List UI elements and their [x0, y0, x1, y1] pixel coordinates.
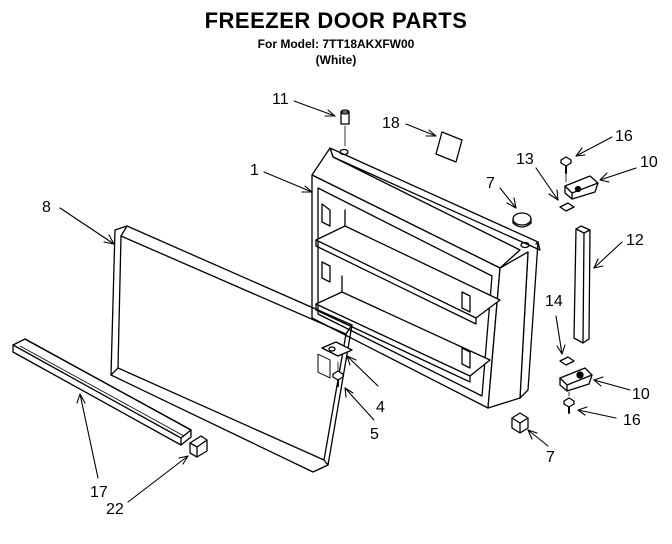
screw-part-16-bottom: [563, 397, 575, 414]
hinge-bracket-part-10-bottom: [559, 367, 593, 392]
callout-labels: 11 18 16 13 10 1 7 8 12 14 4 10 5 16 7 1…: [42, 91, 658, 518]
callout-17: 17: [90, 484, 108, 501]
leader-lines: [59, 100, 637, 503]
hinge-part-4: [321, 341, 353, 357]
callout-14: 14: [545, 293, 563, 310]
callout-16-bottom: 16: [623, 412, 641, 429]
hinge-bracket-part-10-top: [564, 175, 599, 200]
door-gasket-part-8: [110, 225, 353, 473]
callout-18: 18: [382, 115, 400, 132]
callout-16-top: 16: [615, 128, 633, 145]
callout-13: 13: [516, 151, 534, 168]
bushing-part-11: [340, 109, 350, 125]
shim-part-13: [559, 202, 575, 212]
callout-7-bottom: 7: [546, 449, 555, 466]
assembly-lines: [337, 125, 570, 397]
shim-part-14: [559, 356, 575, 366]
callout-5: 5: [370, 426, 379, 443]
callout-4: 4: [376, 399, 385, 416]
screw-part-16-top: [560, 156, 572, 174]
screw-part-5: [332, 370, 344, 387]
door-liner-part-1: [311, 147, 541, 409]
callout-8: 8: [42, 199, 51, 216]
callout-10-top: 10: [640, 154, 658, 171]
callout-7-top: 7: [486, 175, 495, 192]
callout-1: 1: [250, 162, 259, 179]
label-part-18: [435, 131, 463, 163]
door-stop-part-7-bottom: [511, 412, 529, 434]
callout-22: 22: [106, 501, 124, 518]
callout-11: 11: [272, 91, 289, 108]
door-handle-part-17: [12, 338, 192, 446]
color-variant: (White): [315, 53, 357, 67]
diagram-title: FREEZER DOOR PARTS: [204, 8, 468, 33]
end-cap-part-22: [189, 435, 208, 458]
hinge-rod-part-12: [573, 225, 591, 344]
callout-10-bottom: 10: [632, 386, 650, 403]
callout-12: 12: [626, 232, 644, 249]
door-stop-part-7-top: [512, 212, 532, 228]
model-number: For Model: 7TT18AKXFW00: [257, 37, 415, 51]
